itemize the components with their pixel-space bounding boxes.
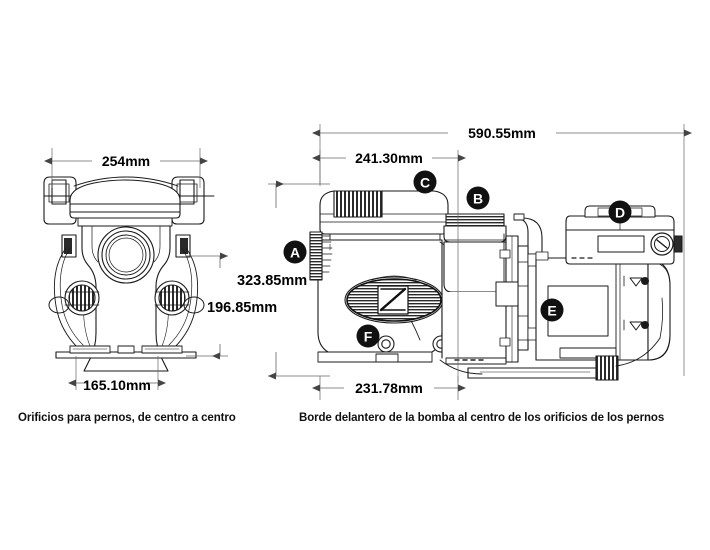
base-front <box>55 345 197 359</box>
callout-b[interactable]: B <box>466 186 490 210</box>
dim-196 <box>186 252 228 360</box>
dim-label-323: 323.85mm <box>237 273 307 289</box>
volute-housing <box>441 213 509 365</box>
callout-d-letter: D <box>615 205 625 221</box>
dim-label-241: 241.30mm <box>355 150 423 166</box>
callout-badges: A B C D E F <box>283 170 632 348</box>
callout-d[interactable]: D <box>608 200 632 224</box>
callout-b-letter: B <box>473 191 483 207</box>
dim-231 <box>312 376 466 400</box>
front-view-drawing <box>43 176 215 372</box>
zodiac-logo-badge <box>344 275 444 324</box>
callout-e[interactable]: E <box>540 298 564 322</box>
handle-left <box>43 176 87 225</box>
side-lug-left <box>61 234 77 258</box>
callout-c-letter: C <box>420 175 430 191</box>
dim-165 <box>68 356 166 390</box>
callout-a[interactable]: A <box>283 240 307 264</box>
dim-254 <box>44 148 208 188</box>
dim-label-196: 196.85mm <box>207 300 277 316</box>
drain-knob-left <box>48 280 100 316</box>
callout-c[interactable]: C <box>413 170 437 194</box>
dimension-lines <box>44 124 692 400</box>
motor-base-rail <box>439 297 664 381</box>
vent-ribs-a <box>309 231 333 281</box>
dim-241 <box>312 150 466 382</box>
seal-plate-bracket <box>495 235 537 363</box>
side-lug-right <box>175 234 191 258</box>
callout-f-letter: F <box>364 329 373 345</box>
suction-port-front <box>97 226 155 284</box>
pot-foot-front <box>375 335 399 363</box>
strainer-lid-front <box>69 176 181 227</box>
strainer-lid-side <box>319 190 449 241</box>
dim-label-254: 254mm <box>102 153 150 169</box>
dimension-labels: 254mm 165.10mm 196.85mm 590.55mm 241.30m… <box>83 125 536 396</box>
control-box <box>565 205 683 265</box>
callout-f[interactable]: F <box>356 324 380 348</box>
caption-side-view: Borde delantero de la bomba al centro de… <box>299 412 665 424</box>
dim-label-165: 165.10mm <box>83 377 151 393</box>
callout-e-letter: E <box>547 303 556 319</box>
caption-front-view: Orificios para pernos, de centro a centr… <box>18 412 236 424</box>
drain-knob-right <box>154 280 205 316</box>
dim-label-590: 590.55mm <box>468 125 536 141</box>
side-view-drawing <box>309 190 683 381</box>
dim-label-231: 231.78mm <box>355 380 423 396</box>
callout-a-letter: A <box>290 245 300 261</box>
